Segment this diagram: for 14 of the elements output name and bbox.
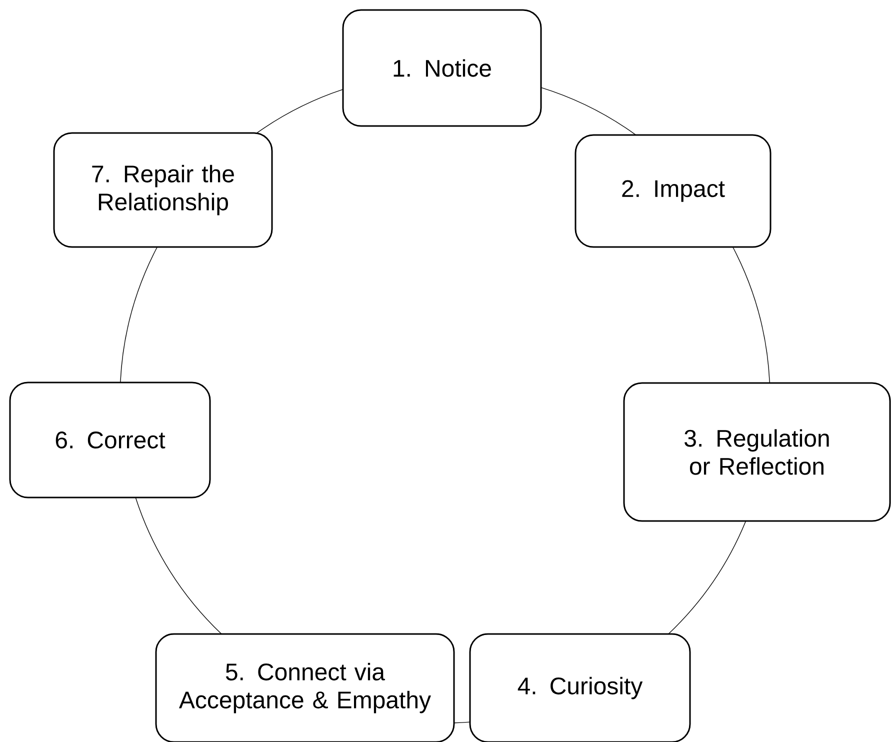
connector-arc [454,722,470,724]
connector-arc [541,87,636,136]
connector-arc [668,521,746,634]
connector-arc [732,246,770,384]
connector-arc [135,497,222,634]
connector-arc [256,89,344,134]
step-box: 7. Repair the Relationship [53,132,273,248]
step-box: 1. Notice [342,9,542,127]
step-box: 2. Impact [574,134,772,248]
step-box: 5. Connect via Acceptance & Empathy [155,633,455,742]
connector-arc [120,247,158,383]
step-box: 4. Curiosity [469,633,691,742]
step-box: 3. Regulation or Reflection [623,382,891,522]
step-box: 6. Correct [9,382,211,498]
